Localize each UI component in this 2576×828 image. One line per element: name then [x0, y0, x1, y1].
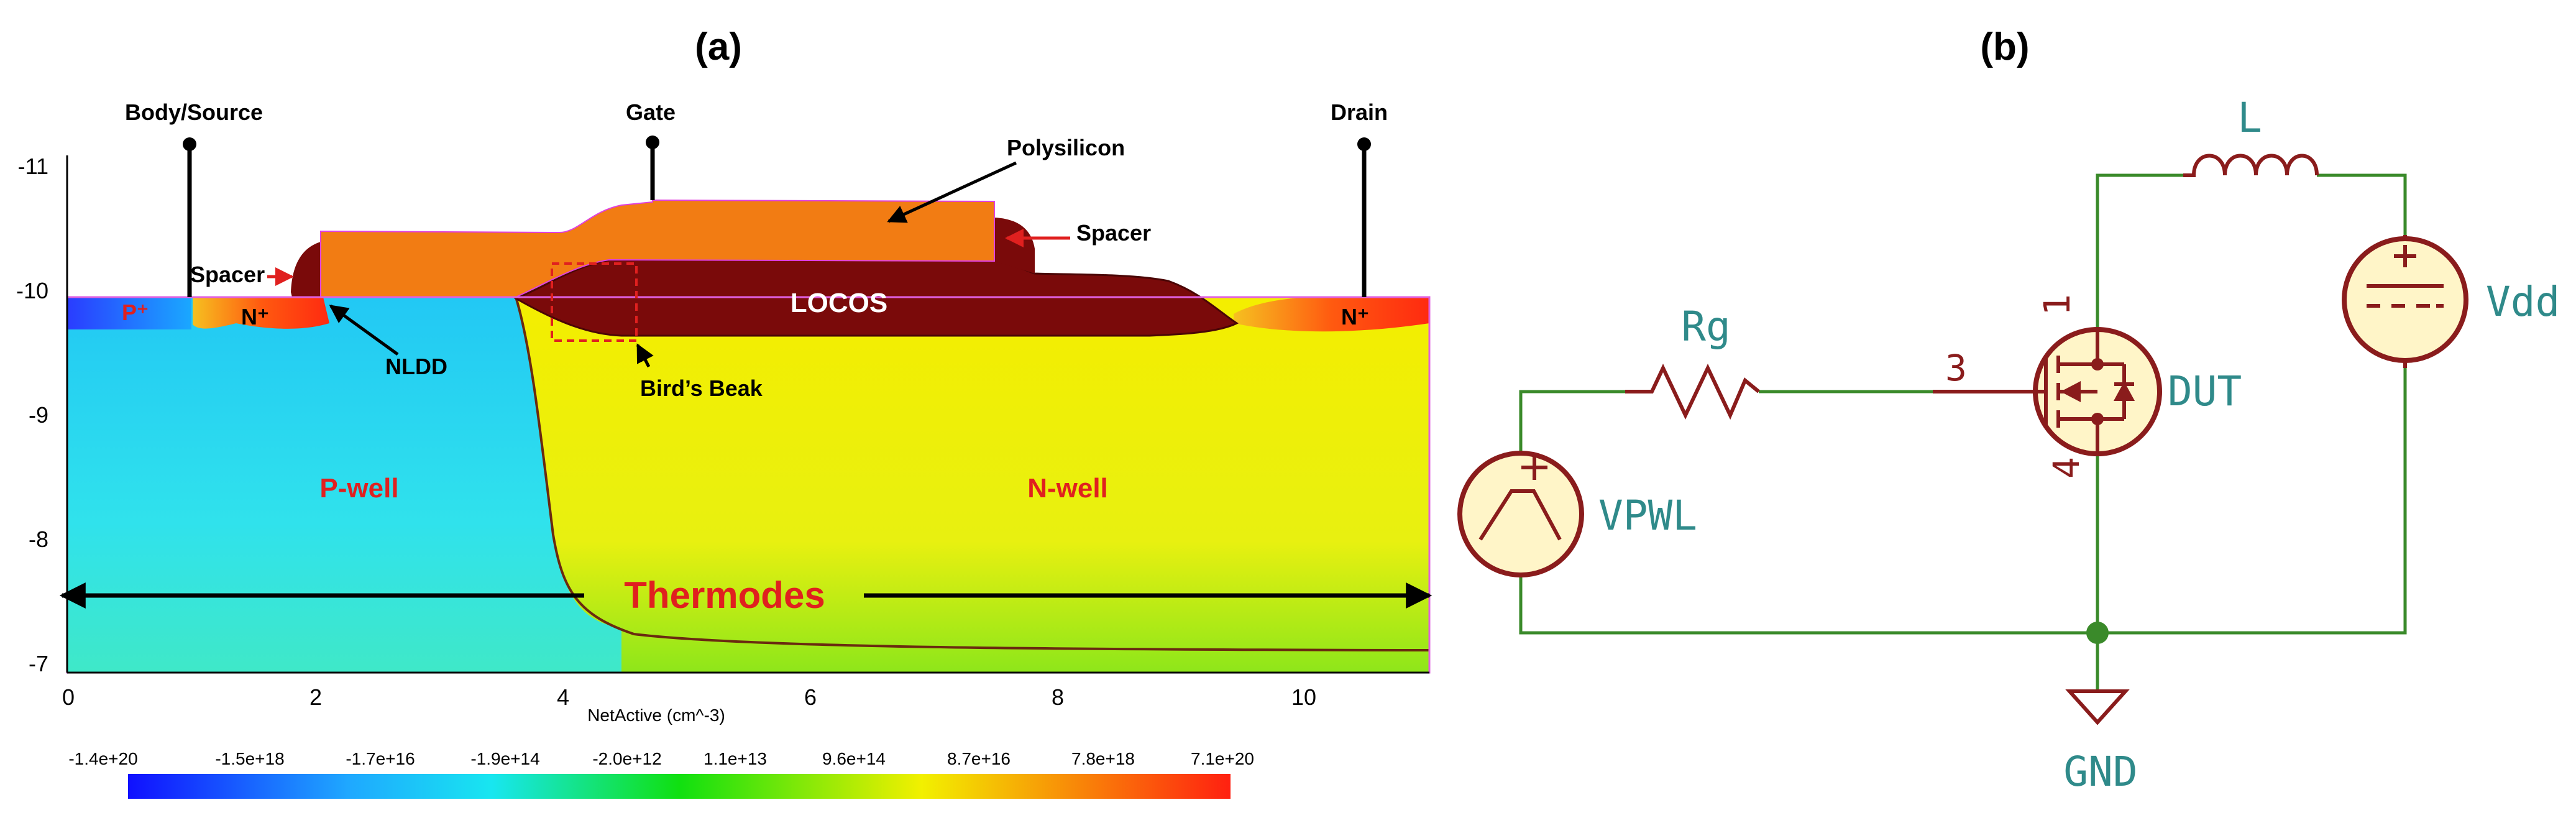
polysilicon-arrow — [887, 161, 1017, 223]
x-tick-label: 4 — [557, 684, 569, 710]
dut-label: DUT — [2168, 367, 2242, 415]
p-plus-region — [67, 297, 191, 329]
colorbar-tick: -1.4e+20 — [68, 749, 137, 768]
wire-inductor-vdd — [2317, 173, 2407, 235]
colorbar-tick: 9.6e+14 — [822, 749, 886, 768]
birds-beak-arrow — [636, 343, 654, 368]
panel-a-label: (a) — [695, 25, 742, 68]
x-tick-label: 2 — [309, 684, 322, 710]
colorbar-tick: 1.1e+13 — [704, 749, 767, 768]
vdd-label: Vdd — [2486, 278, 2560, 326]
p-plus-label: P⁺ — [122, 300, 149, 325]
pin-drain-label: 1 — [2036, 294, 2078, 316]
ground-icon — [2065, 689, 2130, 725]
panel-b-label: (b) — [1980, 25, 2029, 68]
n-plus-left-region — [193, 297, 329, 329]
y-tick-label: -9 — [29, 402, 48, 428]
device-cross-section — [66, 199, 1431, 674]
rg-label: Rg — [1681, 303, 1730, 351]
x-tick-label: 0 — [62, 684, 75, 710]
y-tick-label: -7 — [29, 651, 48, 676]
x-tick-label: 8 — [1052, 684, 1064, 710]
x-tick-label: 6 — [804, 684, 817, 710]
inductor-l — [2183, 154, 2319, 177]
colorbar-tick: 7.8e+18 — [1071, 749, 1135, 768]
wires — [1519, 173, 2407, 691]
region-labels: Polysilicon Spacer Spacer P⁺ N⁺ N⁺ NLDD … — [59, 135, 1432, 616]
circuit-schematic — [1457, 154, 2468, 725]
x-tick-label: 10 — [1291, 684, 1316, 710]
spacer-left-shape — [291, 241, 323, 297]
polysilicon-gate — [320, 199, 995, 298]
n-plus-left-label: N⁺ — [241, 304, 269, 329]
spacer-left-label: Spacer — [190, 262, 265, 287]
colorbar-tick: -2.0e+12 — [592, 749, 661, 768]
p-well-region — [67, 297, 621, 673]
y-axis: -11 -10 -9 -8 -7 — [16, 154, 68, 676]
drain-label: Drain — [1331, 99, 1388, 125]
y-tick-label: -11 — [18, 154, 48, 179]
colorbar-title: NetActive (cm^-3) — [587, 706, 725, 725]
n-plus-right-label: N⁺ — [1341, 304, 1369, 329]
y-tick-label: -8 — [29, 527, 48, 552]
wire-ground-loop — [1519, 356, 2407, 635]
body-source-pin — [183, 137, 196, 151]
colorbar: NetActive (cm^-3) -1.4e+20 -1.5e+18 -1.7… — [68, 706, 1254, 799]
colorbar-tick: -1.9e+14 — [470, 749, 539, 768]
vpwl-source-symbol — [1457, 451, 1584, 577]
pin-source-label: 4 — [2045, 457, 2088, 479]
mosfet-source-dot — [2091, 413, 2104, 425]
pin-gate-label: 3 — [1945, 347, 1967, 389]
x-axis: 0 2 4 6 8 10 — [62, 671, 1429, 710]
n-plus-right-region — [1234, 297, 1429, 332]
vpwl-label: VPWL — [1598, 492, 1697, 540]
colorbar-tick: -1.5e+18 — [215, 749, 284, 768]
drain-pin — [1357, 137, 1371, 151]
gnd-label: GND — [2063, 748, 2137, 796]
gate-label: Gate — [626, 99, 676, 125]
inductor-label: L — [2237, 94, 2262, 142]
resistor-rg — [1625, 363, 1760, 420]
birds-beak-box — [551, 262, 638, 342]
n-well-label: N-well — [1027, 473, 1108, 504]
nldd-arrow — [329, 304, 399, 356]
nldd-label: NLDD — [385, 354, 447, 379]
polysilicon-label: Polysilicon — [1007, 135, 1125, 160]
colorbar-tick: 7.1e+20 — [1191, 749, 1254, 768]
junction-line — [515, 297, 1430, 651]
ground-node — [2086, 622, 2109, 644]
thermodes-label: Thermodes — [624, 574, 825, 616]
mosfet-drain-dot — [2091, 358, 2104, 370]
birds-beak-label: Bird’s Beak — [640, 375, 763, 401]
locos-label: LOCOS — [791, 288, 887, 318]
body-source-label: Body/Source — [125, 99, 263, 125]
pwl-waveform-icon — [1478, 455, 1562, 541]
colorbar-tick: -1.7e+16 — [346, 749, 415, 768]
spacer-right-label: Spacer — [1076, 220, 1151, 246]
vdd-battery-icon — [2367, 245, 2444, 308]
y-tick-label: -10 — [16, 278, 48, 303]
wire-source-top — [1519, 390, 1625, 458]
wire-drain-top — [2096, 173, 2183, 329]
colorbar-tick: 8.7e+16 — [947, 749, 1011, 768]
gate-pin — [646, 136, 659, 149]
colorbar-gradient — [128, 774, 1231, 799]
terminals: Body/Source Gate Drain — [125, 99, 1388, 297]
p-well-label: P-well — [319, 473, 398, 504]
